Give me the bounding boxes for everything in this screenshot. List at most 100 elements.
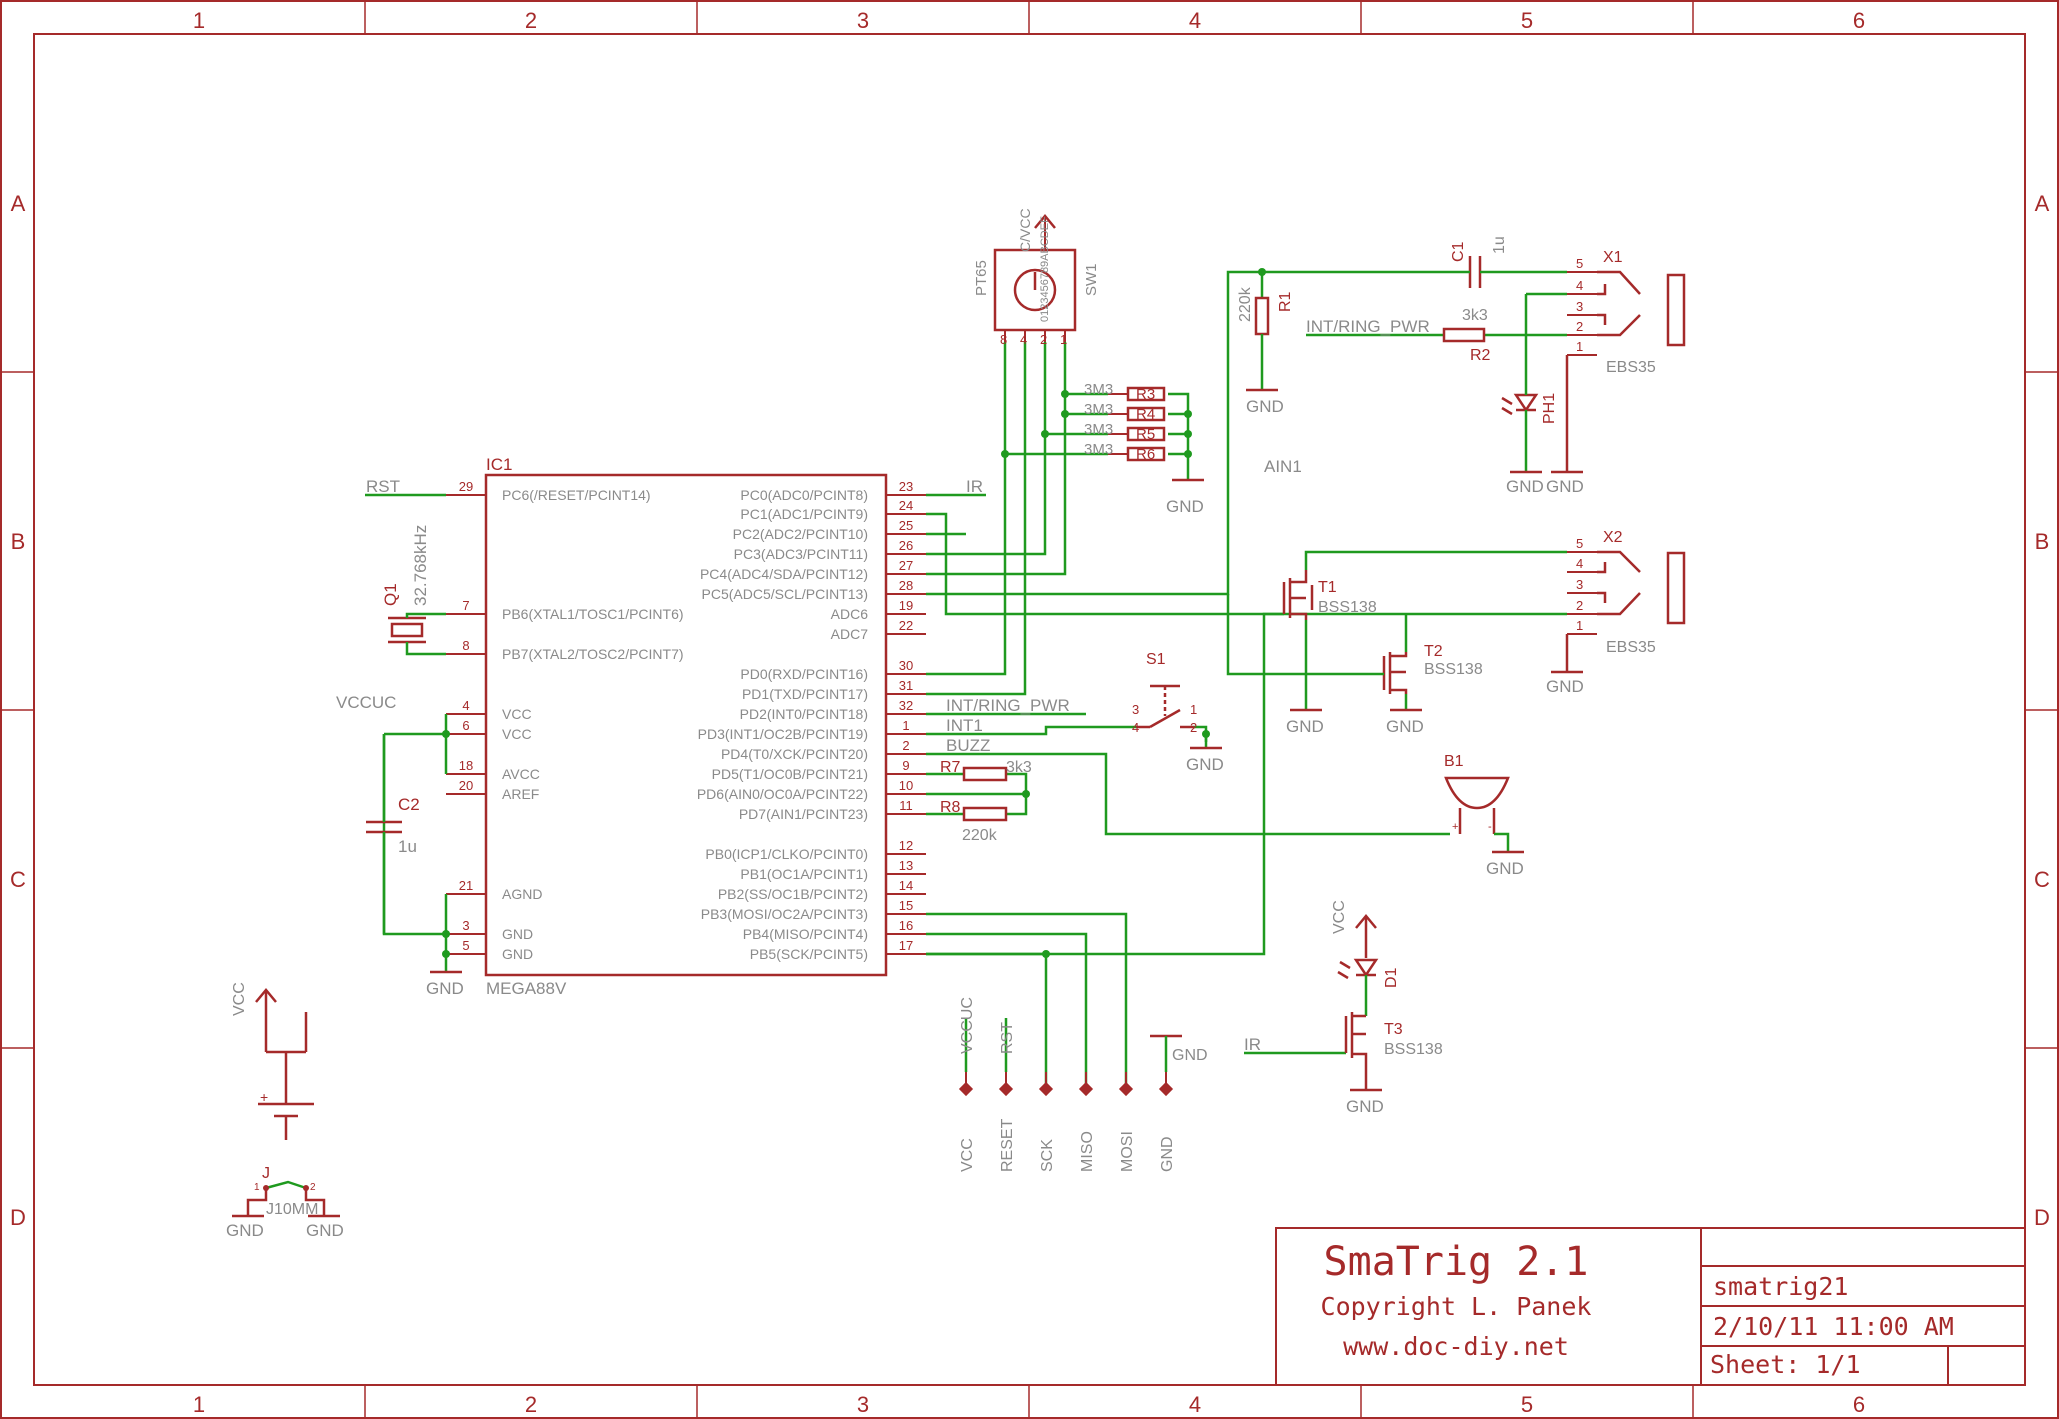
isp-pin-pad — [998, 1081, 1014, 1097]
ic1-pin-label: PC3(ADC3/PCINT11) — [734, 546, 868, 562]
r1-name: R1 — [1277, 291, 1294, 312]
ic1-pin-label: PD3(INT1/OC2B/PCINT19) — [698, 726, 868, 742]
battery: + VCC — [231, 982, 314, 1140]
net-int-ring-pwr: INT/RING_PWR — [946, 696, 1070, 715]
t2-value: BSS138 — [1424, 661, 1483, 678]
isp-pin-pad — [1078, 1081, 1094, 1097]
ic1-pin-label: AGND — [502, 886, 542, 902]
ic1-pin-label: PD6(AIN0/OC0A/PCINT22) — [697, 786, 868, 802]
frame-row-label-left: C — [10, 867, 26, 892]
isp-pin-label: SCK — [1039, 1139, 1056, 1172]
jack-pin-number: 2 — [1576, 319, 1583, 334]
frame-row-label-left: D — [10, 1205, 26, 1230]
frame-row-label-right: C — [2034, 867, 2050, 892]
x2-name: X2 — [1603, 529, 1623, 546]
ic1-pin-number: 23 — [899, 479, 913, 494]
r8-name: R8 — [940, 799, 961, 816]
ic1-pin-number: 15 — [899, 898, 913, 913]
isp-pin-label: RESET — [999, 1118, 1016, 1172]
jack-pin-number: 4 — [1576, 278, 1583, 293]
s1-pin-number: 2 — [1190, 720, 1197, 735]
isp-pin-pad — [1038, 1081, 1054, 1097]
frame-row-label-right: D — [2034, 1205, 2050, 1230]
date-text: 2/10/11 11:00 AM — [1713, 1312, 1954, 1341]
r2-resistor: 3k3 R2 — [1442, 307, 1491, 364]
c2-value: 1u — [398, 837, 417, 856]
frame-row-label-right: B — [2035, 529, 2050, 554]
q1-value: 32.768kHz — [411, 525, 430, 606]
gnd-x2-label: GND — [1546, 677, 1584, 696]
frame-col-label-top: 6 — [1853, 8, 1865, 33]
ic1-pin-number: 5 — [462, 938, 469, 953]
ic1-pin-number: 28 — [899, 578, 913, 593]
r2-value: 3k3 — [1462, 307, 1488, 324]
ic1-pin-number: 7 — [462, 598, 469, 613]
ic1-pin-number: 6 — [462, 718, 469, 733]
ic1-pin-label: AREF — [502, 786, 539, 802]
ic1-name: IC1 — [486, 455, 512, 474]
net-ir-2: IR — [1244, 1035, 1261, 1054]
ic1-pin-label: PD2(INT0/PCINT18) — [740, 706, 868, 722]
ic1-pin-number: 31 — [899, 678, 913, 693]
c2-name: C2 — [398, 795, 420, 814]
r7-r8-resistors: R7 3k3 R8 220k — [940, 759, 1032, 844]
c1-name: C1 — [1450, 241, 1467, 262]
jack-pin-number: 2 — [1576, 598, 1583, 613]
isp-pin-pad — [958, 1081, 974, 1097]
t2-mosfet: T2 BSS138 GND — [1368, 643, 1483, 736]
r3-name: R3 — [1136, 386, 1155, 403]
d1-vcc-label: VCC — [1331, 900, 1348, 934]
s1-pin-number: 4 — [1132, 720, 1139, 735]
net-vccuc: VCCUC — [336, 693, 396, 712]
ic1-pin-label: PC0(ADC0/PCINT8) — [740, 487, 868, 503]
t2-name: T2 — [1424, 643, 1443, 660]
pulldown-resistors: 3M3 R3 3M3 R4 3M3 R5 3M3 R6 GND — [1084, 381, 1204, 516]
c1-value: 1u — [1491, 236, 1508, 254]
ph1-photodiode: PH1 GND — [1501, 385, 1558, 496]
r6-value: 3M3 — [1084, 441, 1113, 458]
gnd-r1-label: GND — [1246, 397, 1284, 416]
jack-pin-number: 1 — [1576, 618, 1583, 633]
r7-value: 3k3 — [1006, 759, 1032, 776]
j-name: J — [262, 1165, 270, 1182]
r7-name: R7 — [940, 759, 961, 776]
ic1-pin-label: PD4(T0/XCK/PCINT20) — [721, 746, 868, 762]
net-labels: RST IR INT/RING_PWR INT1 BUZZ INT/RING_P… — [336, 317, 1430, 1054]
ic1-pin-number: 16 — [899, 918, 913, 933]
ic1-pin-number: 32 — [899, 698, 913, 713]
net-int-ring-pwr-2: INT/RING_PWR — [1306, 317, 1430, 336]
sheet-text: Sheet: 1/1 — [1710, 1350, 1861, 1379]
ic1-pin-label: GND — [502, 946, 533, 962]
ic1-value: MEGA88V — [486, 979, 567, 998]
net-ir: IR — [966, 477, 983, 496]
isp-pin-pad — [1118, 1081, 1134, 1097]
ic1-pin-number: 1 — [902, 718, 909, 733]
isp-net-label: RST — [999, 1022, 1016, 1054]
gnd-s1-label: GND — [1186, 755, 1224, 774]
gnd-ic-label: GND — [426, 979, 464, 998]
ic1-pin-label: PB7(XTAL2/TOSC2/PCINT7) — [502, 646, 684, 662]
b1-minus: - — [1488, 821, 1492, 833]
ic1-pin-label: VCC — [502, 706, 532, 722]
junction-dots — [442, 268, 1266, 958]
ic1-pin-label: PC1(ADC1/PCINT9) — [740, 506, 868, 522]
t1-value: BSS138 — [1318, 599, 1377, 616]
r4-value: 3M3 — [1084, 401, 1113, 418]
ic1-pin-label: PB2(SS/OC1B/PCINT2) — [718, 886, 868, 902]
gnd-ic: GND — [426, 954, 464, 998]
frame-col-label-bottom: 2 — [525, 1392, 537, 1417]
ic1-pin-number: 2 — [902, 738, 909, 753]
q1-name: Q1 — [381, 583, 400, 606]
r3-value: 3M3 — [1084, 381, 1113, 398]
ic1-pin-label: PC2(ADC2/PCINT10) — [733, 526, 868, 542]
j-value: J10MM — [266, 1201, 318, 1218]
c1-capacitor: C1 1u — [1450, 236, 1508, 288]
ic1-pin-number: 20 — [459, 778, 473, 793]
sw1-pin-number: 4 — [1020, 332, 1027, 347]
ic1-pin-number: 27 — [899, 558, 913, 573]
t1-name: T1 — [1318, 579, 1337, 596]
battery-plus: + — [260, 1089, 268, 1105]
